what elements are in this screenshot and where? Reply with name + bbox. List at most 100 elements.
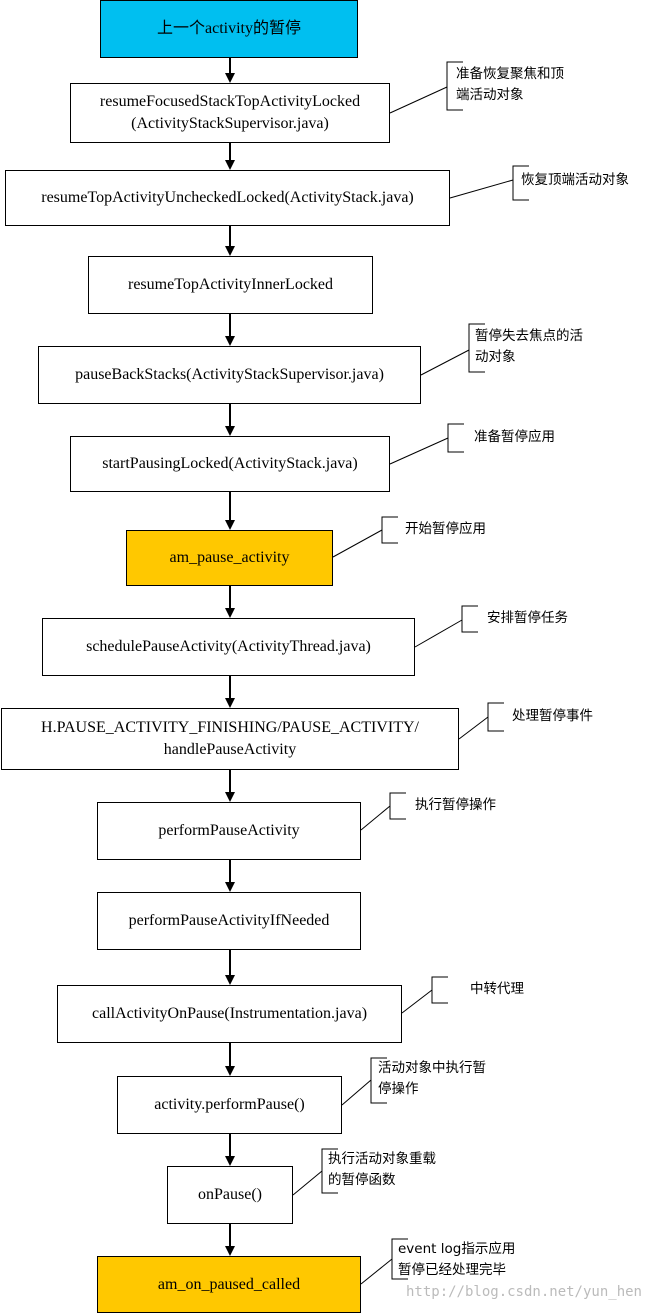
- watermark: http://blog.csdn.net/yun_hen: [405, 1284, 642, 1300]
- callout-leader: [458, 716, 489, 740]
- note-callout: [360, 1238, 408, 1285]
- step-box-resume-top-inner: resumeTopActivityInnerLocked: [88, 256, 373, 314]
- note-callout: [420, 323, 485, 376]
- note-callout: [360, 792, 406, 831]
- callout-leader: [414, 619, 463, 648]
- callout-bracket: [487, 702, 504, 732]
- note-on-pause: 执行活动对象重载 的暂停函数: [328, 1151, 436, 1188]
- arrow-head: [225, 975, 235, 985]
- step-box-am-pause-activity: am_pause_activity: [126, 530, 333, 586]
- arrow-head: [225, 160, 235, 170]
- flow-arrow: [225, 404, 235, 436]
- step-box-schedule-pause-activity: schedulePauseActivity(ActivityThread.jav…: [42, 618, 415, 676]
- callout-bracket: [321, 1148, 338, 1194]
- flow-arrow: [225, 950, 235, 985]
- arrow-head: [225, 882, 235, 892]
- step-box-activity-perform-pause: activity.performPause(): [117, 1076, 342, 1134]
- callout-bracket: [461, 605, 478, 633]
- step-label: resumeFocusedStackTopActivityLocked (Act…: [99, 93, 361, 132]
- callout-bracket: [512, 165, 529, 201]
- flow-arrow: [225, 860, 235, 892]
- step-label: resumeTopActivityInnerLocked: [127, 276, 334, 293]
- step-box-resume-top-unchecked: resumeTopActivityUncheckedLocked(Activit…: [5, 170, 450, 226]
- callout-leader: [341, 1079, 372, 1106]
- step-label: am_on_paused_called: [157, 1275, 301, 1293]
- flow-arrow: [225, 143, 235, 170]
- callout-bracket: [431, 976, 448, 1004]
- callout-bracket: [446, 61, 463, 111]
- note-resume-focused-stack: 准备恢复聚焦和顶 端活动对象: [456, 66, 564, 103]
- callout-leader: [449, 179, 514, 199]
- arrow-head: [225, 792, 235, 802]
- note-call-activity-on-pause: 中转代理: [470, 981, 524, 997]
- step-box-handle-pause-activity: H.PAUSE_ACTIVITY_FINISHING/PAUSE_ACTIVIT…: [1, 708, 459, 770]
- note-callout: [449, 165, 529, 201]
- flow-arrow: [225, 492, 235, 530]
- note-schedule-pause-activity: 安排暂停任务: [487, 610, 568, 626]
- diagram-title: 上一个activity的暂停: [157, 20, 301, 37]
- callout-leader: [389, 437, 449, 465]
- callout-leader: [420, 349, 470, 376]
- step-label: performPauseActivityIfNeeded: [128, 912, 330, 929]
- flow-arrow: [225, 770, 235, 802]
- callout-bracket: [391, 1238, 408, 1280]
- arrow-head: [225, 1066, 235, 1076]
- step-box-resume-focused-stack: resumeFocusedStackTopActivityLocked (Act…: [70, 83, 390, 143]
- callout-leader: [389, 86, 448, 114]
- step-label: resumeTopActivityUncheckedLocked(Activit…: [41, 189, 414, 206]
- arrow-head: [225, 608, 235, 618]
- step-box-pause-back-stacks: pauseBackStacks(ActivityStackSupervisor.…: [38, 346, 421, 404]
- step-label: callActivityOnPause(Instrumentation.java…: [91, 1005, 368, 1022]
- arrow-head: [225, 1156, 235, 1166]
- callout-bracket: [468, 323, 485, 373]
- note-callout: [414, 605, 478, 648]
- note-resume-top-unchecked: 恢复顶端活动对象: [521, 172, 629, 188]
- callout-bracket: [447, 423, 464, 453]
- note-pause-back-stacks: 暂停失去焦点的活 动对象: [475, 328, 583, 365]
- note-callouts: [292, 61, 529, 1285]
- step-label: activity.performPause(): [154, 1096, 305, 1113]
- note-callout: [332, 516, 398, 558]
- step-box-perform-pause-if-needed: performPauseActivityIfNeeded: [97, 892, 361, 950]
- arrow-head: [225, 520, 235, 530]
- note-callout: [389, 423, 464, 465]
- arrow-head: [225, 1246, 235, 1256]
- arrow-head: [225, 246, 235, 256]
- note-callout: [401, 976, 448, 1014]
- step-label: onPause(): [198, 1186, 262, 1203]
- arrow-head: [225, 426, 235, 436]
- callout-leader: [360, 1258, 393, 1285]
- note-am-on-paused-called: event log指示应用 暂停已经处理完毕: [398, 1241, 516, 1278]
- note-am-pause-activity: 开始暂停应用: [405, 521, 486, 537]
- flow-arrow: [225, 1134, 235, 1166]
- callout-leader: [292, 1170, 323, 1196]
- step-label: schedulePauseActivity(ActivityThread.jav…: [86, 638, 371, 655]
- step-label: startPausingLocked(ActivityStack.java): [102, 455, 358, 472]
- arrow-head: [225, 336, 235, 346]
- step-label: am_pause_activity: [169, 549, 290, 566]
- arrow-head: [225, 73, 235, 83]
- callout-leader: [360, 805, 391, 831]
- step-box-perform-pause-activity: performPauseActivity: [97, 802, 361, 860]
- note-activity-perform-pause: 活动对象中执行暂 停操作: [378, 1060, 486, 1097]
- flow-arrow: [225, 586, 235, 618]
- arrow-head: [225, 698, 235, 708]
- step-box-am-on-paused-called: am_on_paused_called: [97, 1256, 361, 1313]
- step-label: performPauseActivity: [158, 822, 300, 839]
- note-callout: [389, 61, 463, 114]
- title-box: 上一个activity的暂停: [100, 0, 358, 58]
- step-box-on-pause: onPause(): [167, 1166, 293, 1224]
- flow-arrow: [225, 58, 235, 83]
- step-label: H.PAUSE_ACTIVITY_FINISHING/PAUSE_ACTIVIT…: [41, 719, 419, 758]
- flow-arrow: [225, 314, 235, 346]
- note-callout: [458, 702, 504, 740]
- flow-arrow: [225, 226, 235, 256]
- note-callout: [292, 1148, 338, 1196]
- note-perform-pause-activity: 执行暂停操作: [415, 797, 496, 813]
- callout-leader: [332, 529, 383, 558]
- note-handle-pause-activity: 处理暂停事件: [512, 708, 593, 724]
- callout-bracket: [381, 516, 398, 544]
- flow-arrow: [225, 1043, 235, 1076]
- flow-arrow: [225, 676, 235, 708]
